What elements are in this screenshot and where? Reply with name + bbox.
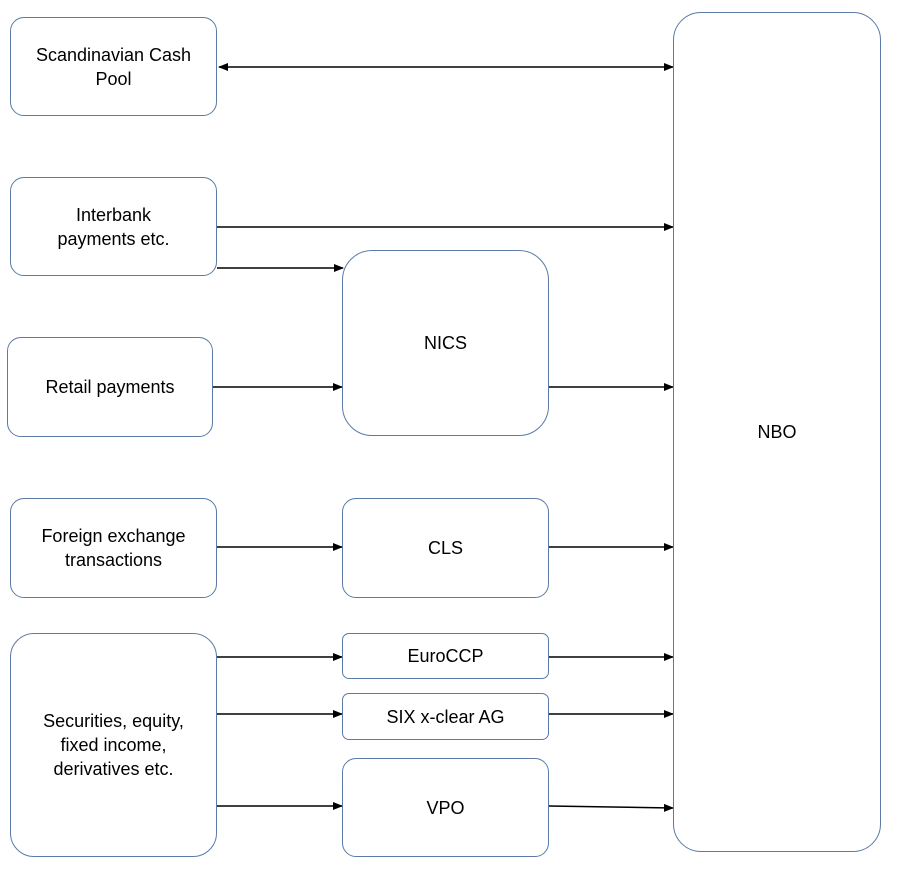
securities-label: Securities, equity, fixed income, deriva…: [43, 711, 184, 779]
cls-box: CLS: [342, 498, 549, 598]
nics-label: NICS: [423, 333, 467, 353]
retail-payments-label: Retail payments: [45, 377, 175, 397]
scandinavian-cash-pool-label: Scandinavian Cash Pool: [35, 44, 192, 89]
interbank-payments-label: Interbank payments etc.: [57, 204, 170, 249]
cls-label: CLS: [427, 538, 463, 558]
scandinavian-cash-pool-box: Scandinavian Cash Pool: [10, 17, 217, 116]
euroccp-label: EuroCCP: [407, 646, 484, 666]
nbo-box: NBO: [673, 12, 881, 852]
vpo-label: VPO: [426, 797, 465, 818]
interbank-payments-box: Interbank payments etc.: [10, 177, 217, 276]
foreign-exchange-label: Foreign exchange transactions: [41, 526, 186, 570]
securities-box: Securities, equity, fixed income, deriva…: [10, 633, 217, 857]
retail-payments-box: Retail payments: [7, 337, 213, 437]
six-x-clear-box: SIX x-clear AG: [342, 693, 549, 740]
nics-box: NICS: [342, 250, 549, 436]
six-x-clear-label: SIX x-clear AG: [386, 706, 505, 727]
euroccp-box: EuroCCP: [342, 633, 549, 679]
arrow-vpo-nbo: [548, 803, 674, 812]
vpo-box: VPO: [342, 758, 549, 857]
foreign-exchange-box: Foreign exchange transactions: [10, 498, 217, 598]
nbo-label: NBO: [757, 422, 797, 442]
